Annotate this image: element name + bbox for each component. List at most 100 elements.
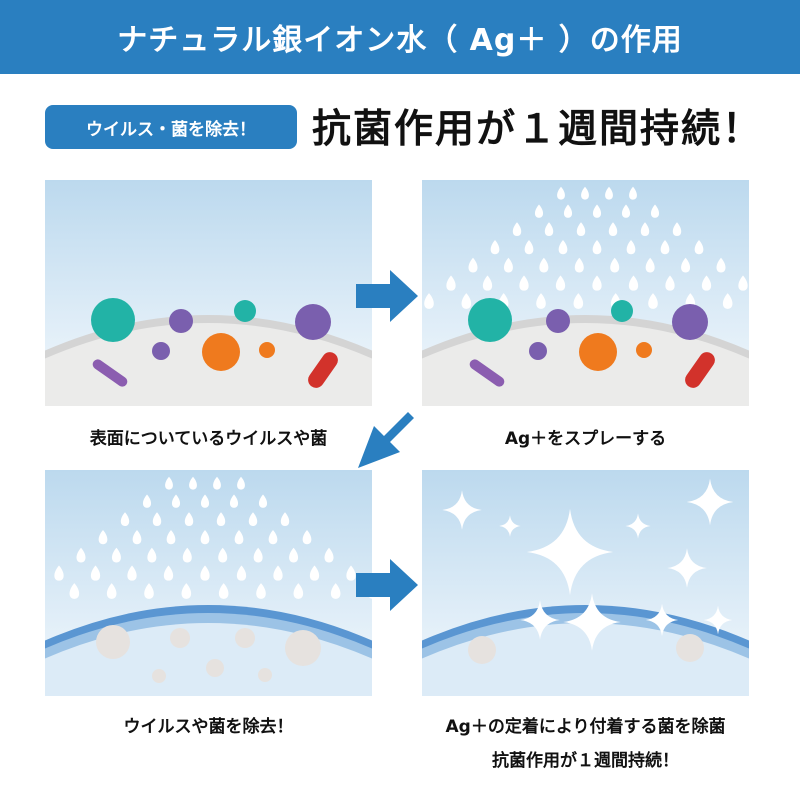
droplet-icon	[608, 222, 618, 237]
droplet-icon	[716, 257, 726, 273]
virus-icon	[676, 634, 704, 662]
droplet-icon	[645, 257, 655, 273]
virus-icon	[258, 668, 272, 682]
droplet-icon	[672, 222, 682, 237]
droplet-icon	[273, 565, 283, 581]
step-1-caption: 表面についているウイルスや菌	[89, 429, 328, 449]
droplet-icon	[592, 239, 602, 255]
virus-icon	[546, 309, 570, 333]
virus-icon	[206, 659, 224, 677]
droplet-icon	[534, 204, 544, 218]
step-3-caption: ウイルスや菌を除去！	[123, 717, 294, 737]
droplet-icon	[189, 476, 197, 490]
droplet-icon	[490, 239, 500, 255]
sparkle-icon	[703, 605, 733, 635]
droplet-icon	[229, 494, 239, 508]
virus-icon	[170, 628, 190, 648]
droplet-icon	[165, 476, 173, 490]
droplet-icon	[629, 186, 637, 200]
droplet-icon	[346, 565, 356, 581]
droplet-icon	[268, 529, 278, 545]
droplet-icon	[524, 239, 534, 255]
intro-tag: ウイルス・菌を除去！	[45, 105, 297, 149]
droplet-icon	[236, 565, 247, 581]
sparkle-icon	[563, 593, 621, 651]
step-4-caption-line1: Ag＋の定着により付着する菌を除菌	[445, 717, 726, 737]
droplet-icon	[640, 222, 650, 237]
droplet-icon	[181, 583, 192, 599]
droplet-icon	[592, 275, 602, 291]
sparkle-icon	[526, 508, 614, 596]
virus-icon	[91, 298, 135, 342]
droplet-icon	[555, 275, 566, 291]
sparkle-icon	[442, 490, 482, 530]
droplet-icon	[258, 494, 268, 508]
droplet-icon	[144, 583, 154, 599]
droplet-icon	[90, 565, 101, 581]
droplet-icon	[200, 529, 210, 545]
droplet-icon	[424, 293, 434, 309]
bacteria-icon	[469, 359, 505, 387]
sparkle-icon	[499, 515, 521, 537]
droplet-icon	[592, 204, 602, 218]
droplet-icon	[681, 257, 691, 273]
droplet-icon	[503, 257, 513, 273]
virus-icon	[234, 300, 256, 322]
droplet-icon	[120, 512, 130, 527]
arrow-down-left-icon	[358, 412, 414, 468]
droplet-icon	[626, 239, 636, 255]
droplet-icon	[660, 239, 670, 255]
sparkle-icon	[520, 600, 560, 640]
droplet-icon	[218, 583, 229, 599]
droplet-icon	[237, 476, 245, 490]
droplet-icon	[576, 222, 586, 237]
droplet-icon	[539, 257, 549, 273]
sparkle-icon	[625, 513, 651, 539]
page-title: ナチュラル銀イオン水（ Ag＋ ）の作用	[117, 23, 683, 58]
droplet-icon	[573, 293, 584, 309]
droplet-icon	[621, 204, 631, 218]
droplet-icon	[605, 186, 613, 200]
step-4-panel	[422, 470, 749, 696]
droplet-icon	[54, 565, 64, 581]
droplet-icon	[324, 547, 334, 563]
droplet-icon	[152, 512, 162, 527]
virus-icon	[259, 342, 275, 358]
droplet-icon	[330, 583, 341, 599]
bacteria-icon	[308, 352, 338, 388]
droplet-icon	[610, 257, 620, 273]
sparkle-icon	[686, 478, 734, 526]
headline: 抗菌作用が１週間持続！	[312, 107, 764, 152]
virus-icon	[636, 342, 652, 358]
virus-icon	[672, 304, 708, 340]
virus-icon	[611, 300, 633, 322]
droplet-icon	[142, 494, 152, 508]
droplet-icon	[218, 547, 228, 563]
intro-tag-label: ウイルス・菌を除去！	[86, 119, 256, 140]
droplet-icon	[163, 565, 174, 581]
sparkle-icon	[667, 548, 707, 588]
arrow-right-icon	[356, 559, 418, 611]
droplet-icon	[280, 512, 290, 527]
droplet-icon	[694, 239, 704, 255]
droplet-icon	[512, 222, 522, 237]
virus-icon	[468, 298, 512, 342]
droplet-icon	[69, 583, 80, 599]
droplet-icon	[253, 547, 263, 563]
droplet-icon	[171, 494, 181, 508]
droplet-icon	[536, 293, 546, 309]
droplet-icon	[166, 529, 176, 545]
droplet-icon	[738, 275, 748, 291]
droplet-icon	[216, 512, 226, 527]
virus-icon	[295, 304, 331, 340]
virus-icon	[202, 333, 240, 371]
droplet-icon	[147, 547, 157, 563]
droplet-icon	[665, 275, 675, 291]
virus-icon	[529, 342, 547, 360]
virus-icon	[169, 309, 193, 333]
droplet-icon	[309, 565, 320, 581]
droplet-icon	[256, 583, 266, 599]
droplet-icon	[557, 186, 565, 200]
droplet-icon	[98, 529, 108, 545]
droplet-icon	[650, 204, 660, 218]
